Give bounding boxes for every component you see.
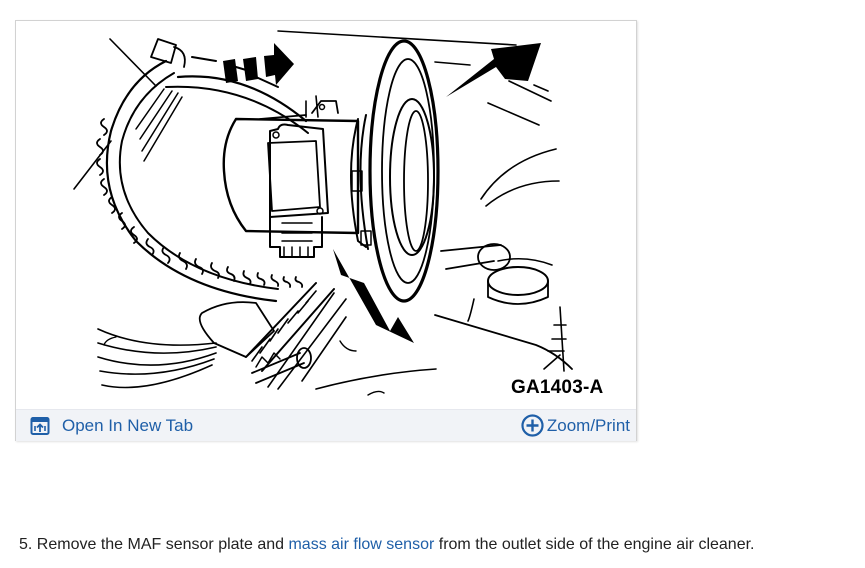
step-caption: 5. Remove the MAF sensor plate and mass … [19,536,755,554]
circle-plus-icon [521,414,544,437]
maf-sensor-diagram [16,21,636,409]
zoom-print-link[interactable]: Zoom/Print [521,410,630,441]
figure-footer: Open In New Tab Zoom/Print [16,409,636,441]
diagram-reference-label: GA1403-A [511,377,604,398]
open-in-new-tab-icon [30,416,50,436]
open-in-new-tab-label: Open In New Tab [62,415,194,435]
zoom-print-label: Zoom/Print [546,415,630,435]
caption-text-prefix: 5. Remove the MAF sensor plate and [19,536,289,553]
mass-air-flow-sensor-link[interactable]: mass air flow sensor [288,536,435,553]
diagram-figure: GA1403-A Open In New Tab Zoom/Print [15,20,637,441]
caption-text-suffix: from the outlet side of the engine air c… [434,536,755,553]
open-in-new-tab-link[interactable]: Open In New Tab [30,410,193,441]
